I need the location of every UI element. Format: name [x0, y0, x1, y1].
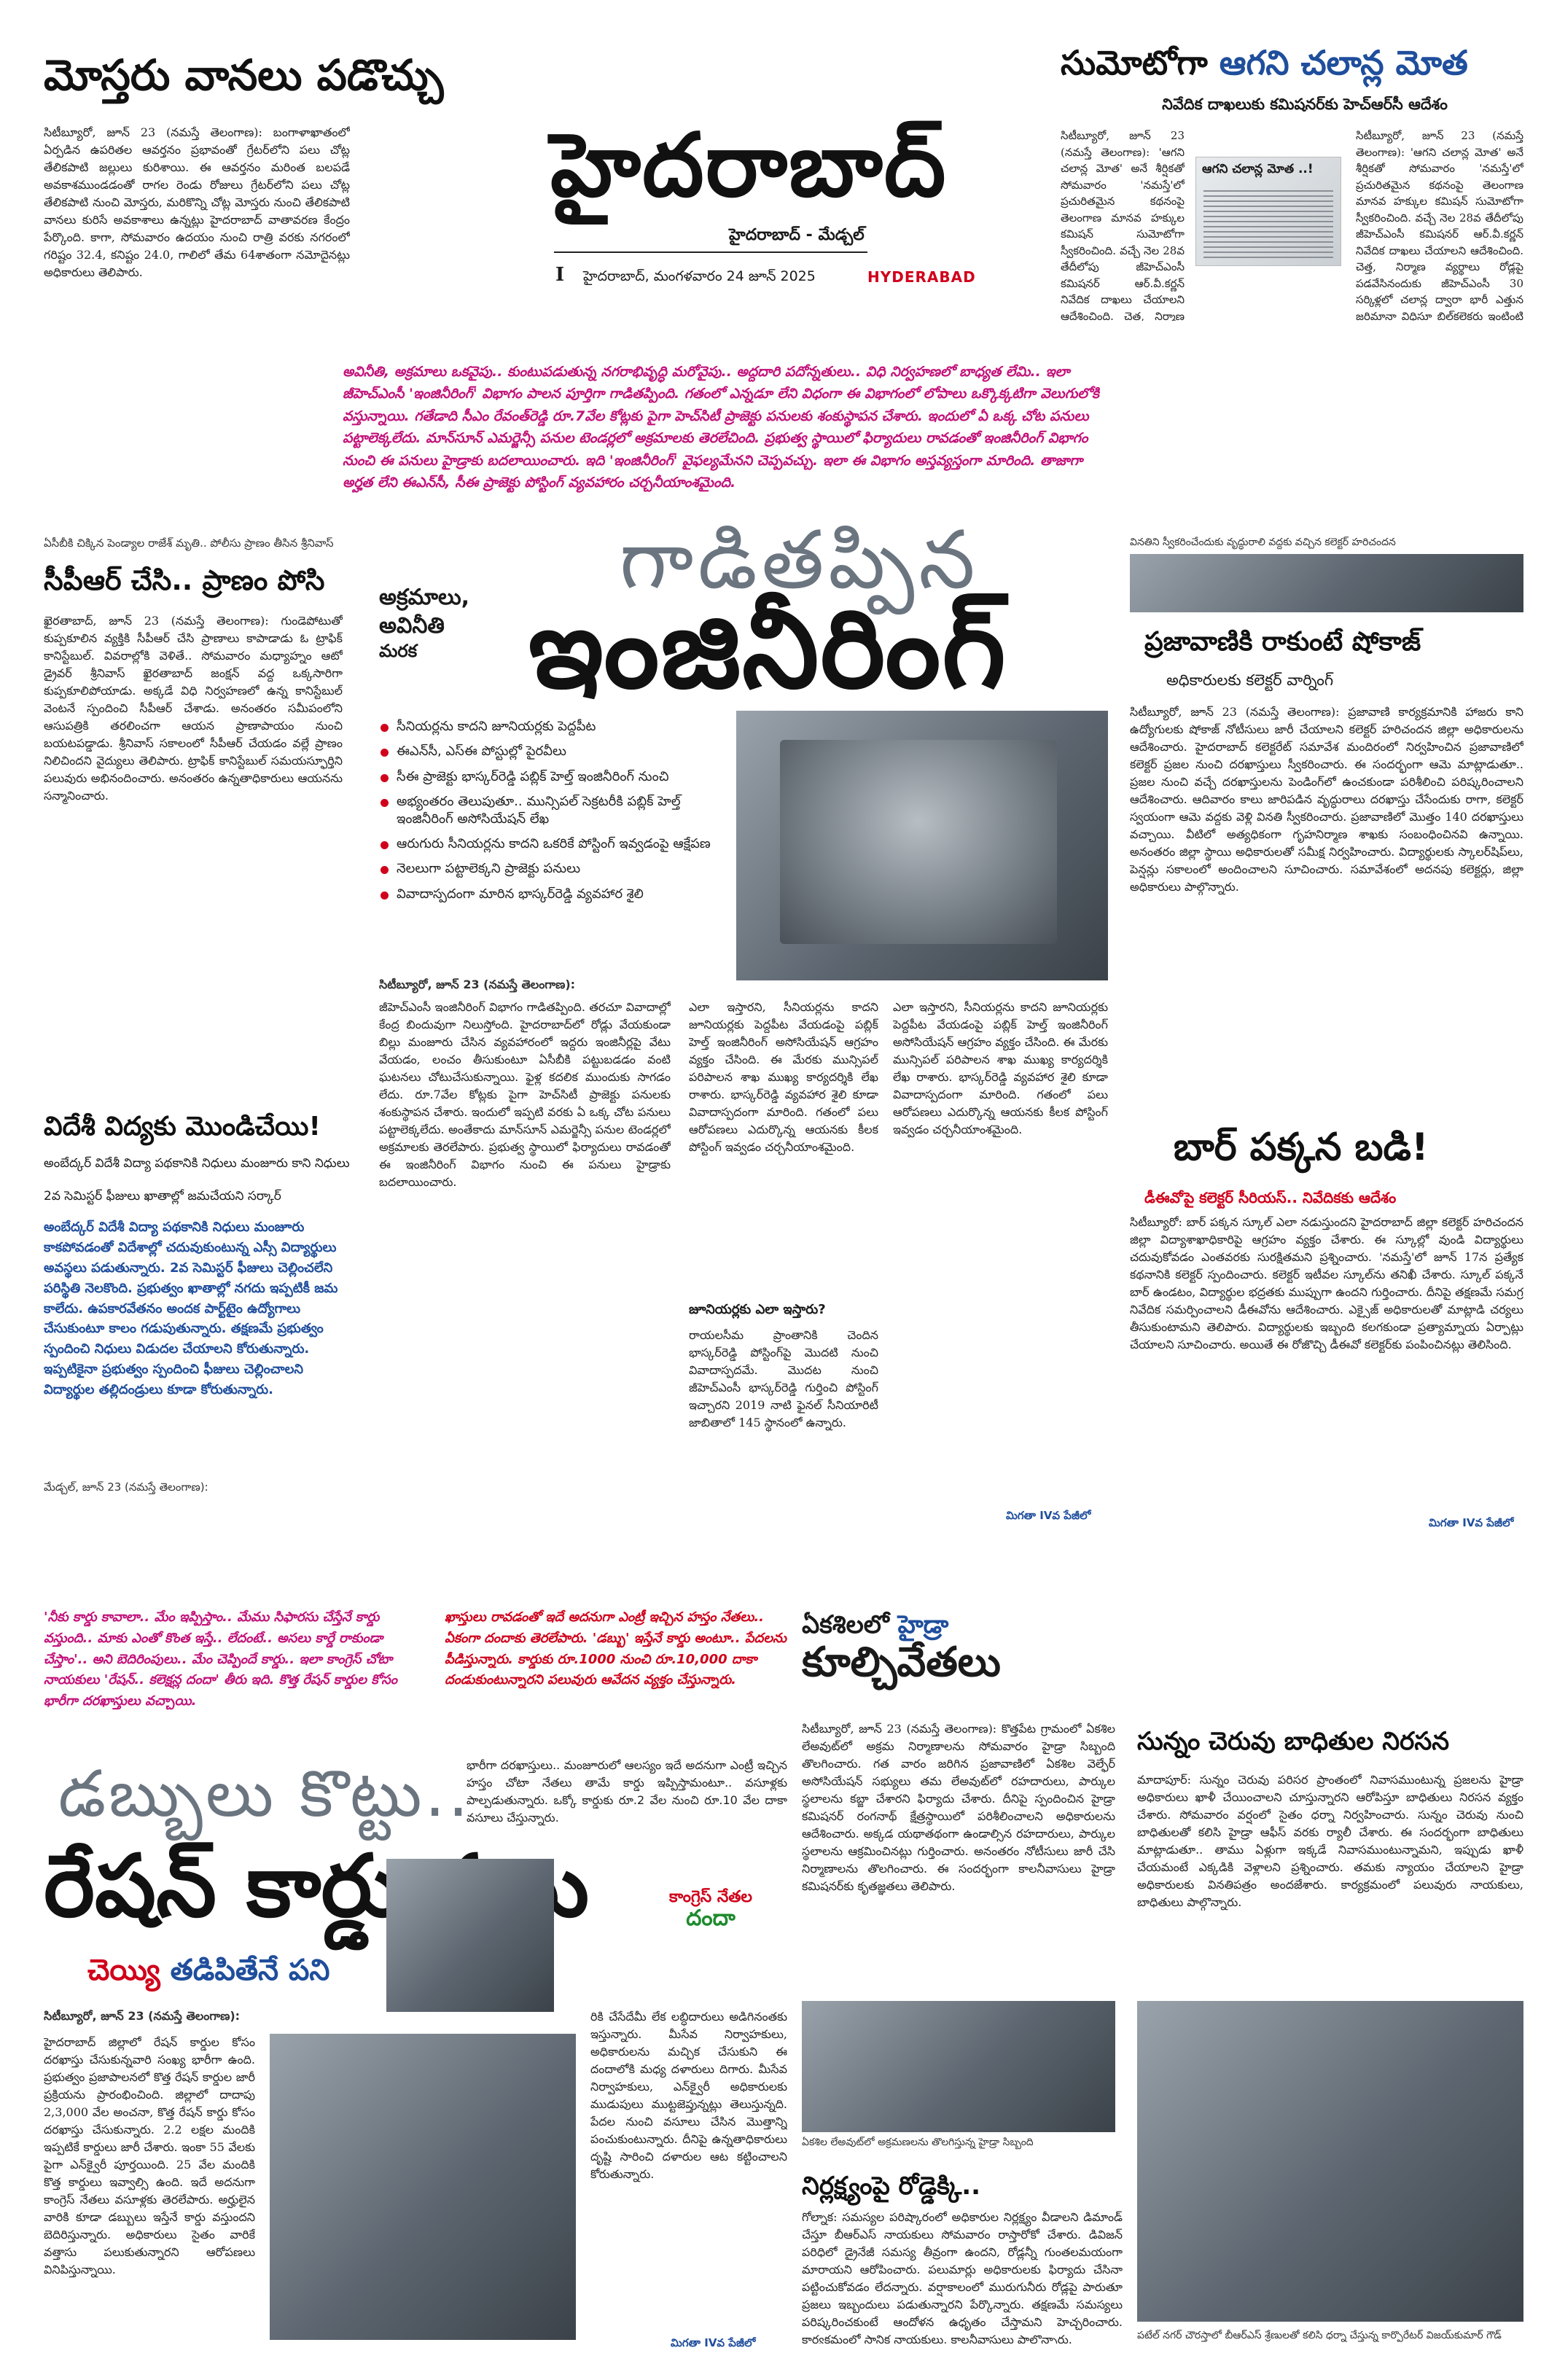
- main-dateline: సిటీబ్యూరో, జూన్ 23 (నమస్తే తెలంగాణ):: [379, 978, 576, 991]
- hydra-headline-c: కూల్చివేతలు: [802, 1639, 1001, 1687]
- main-headline: ఇంజినీరింగ్: [528, 586, 1007, 713]
- ration-card-image: [270, 2034, 576, 2340]
- cpr-body: ఖైరతాబాద్, జూన్ 23 (నమస్తే తెలంగాణ): గుం…: [44, 614, 343, 803]
- sumoto-headline: సుమోటోగా ఆగని చలాన్ల మోత: [1061, 44, 1527, 82]
- side-tag-2: అవినీతి: [379, 613, 445, 639]
- ration-quote-right: ఖాస్తులు రావడంతో ఇదే అదనుగా ఎంట్రీ ఇచ్చి…: [445, 1610, 787, 1688]
- page-mark: I: [555, 264, 565, 286]
- masthead-rule: [554, 251, 867, 253]
- ration-quote-left: 'నీకు కార్డు కావాలా.. మేం ఇప్పిస్తాం.. మ…: [44, 1610, 397, 1709]
- sunnam-body: మాదాపూర్: సున్నం చెరువు పరిసర ప్రాంతంలో …: [1137, 1773, 1523, 1909]
- bar-school-subhead: డీఈవోపై కలెక్టర్ సీరియస్.. నివేదికకు ఆదే…: [1144, 1189, 1397, 1206]
- sunnam-photo: [1137, 2001, 1523, 2322]
- masthead-subtitle: హైదరాబాద్ - మేడ్చల్: [729, 226, 865, 244]
- bullet-item: అభ్యంతరం తెలుపుతూ.. మున్సిపల్ సెక్రటరీకి…: [379, 793, 722, 827]
- ration-body-col1: హైదరాబాద్ జిల్లాలో రేషన్ కార్డుల కోసం దర…: [44, 2035, 255, 2276]
- hydra-photo: [802, 2001, 1115, 2132]
- main-headline-top: గాడితప్పిన: [620, 513, 980, 606]
- collector-photo: [1130, 554, 1523, 612]
- hydra-headline-a: ఏకశిలలో: [802, 1610, 889, 1639]
- foreign-edu-headline: విదేశీ విద్యకు మొండిచేయి!: [44, 1112, 321, 1142]
- masthead-title: హైదరాబాద్: [550, 114, 948, 216]
- nirlakshyam-headline: నిర్లక్ష్యంపై రోడ్డెక్కి..: [802, 2172, 981, 2201]
- main-body-col1: జీహెచ్‌ఎంసీ ఇంజినీరింగ్ విభాగం గాడితప్పి…: [379, 1000, 671, 1189]
- newspaper-clipping: ఆగని చలాన్ల మోత ..!: [1195, 157, 1341, 266]
- ration-subhead-a: చెయ్యి: [87, 1954, 160, 1987]
- main-photo: [736, 711, 1108, 980]
- bar-school-jump: మిగతా IVవ పేజీలో: [1429, 1516, 1514, 1529]
- ration-tag: కాంగ్రెస్ నేతల దందా: [634, 1888, 787, 1932]
- bullet-item: సీఈ ప్రాజెక్టు భాస్కర్‌రెడ్డి పబ్లిక్ హె…: [379, 768, 722, 785]
- side-tag-1: అక్రమాలు,: [379, 585, 470, 610]
- weather-headline: మోస్తరు వానలు పడొచ్చు: [44, 50, 444, 100]
- foreign-edu-dateline: మేడ్చల్, జూన్ 23 (నమస్తే తెలంగాణ):: [44, 1480, 208, 1494]
- ration-subhead: చెయ్యి తడిపితేనే పని: [87, 1954, 329, 1994]
- prajavani-subhead: అధికారులకు కలెక్టర్ వార్నింగ్: [1166, 671, 1334, 689]
- foreign-edu-subhead-2: 2వ సెమిస్టర్ ఫీజులు ఖాతాల్లో జమచేయని సర్…: [44, 1189, 281, 1203]
- sumoto-headline-a: సుమోటోగా: [1061, 43, 1208, 82]
- ration-tag-b: దందా: [686, 1905, 735, 1932]
- prajavani-kicker: వినతిని స్వీకరించేందుకు వృద్ధురాలి వద్దక…: [1130, 537, 1396, 548]
- ration-tag-a: కాంగ్రెస్ నేతల: [668, 1888, 753, 1906]
- bullet-item: నెలలుగా పట్టాలెక్కని ప్రాజెక్టు పనులు: [379, 860, 722, 877]
- hydra-body: సిటీబ్యూరో, జూన్ 23 (నమస్తే తెలంగాణ): కొ…: [802, 1722, 1115, 1893]
- prajavani-body: సిటీబ్యూరో, జూన్ 23 (నమస్తే తెలంగాణ): ప్…: [1130, 705, 1523, 894]
- main-body-col2: ఎలా ఇస్తారని, సీనియర్లను కాదని జూనియర్లక…: [689, 1000, 878, 1154]
- ration-subhead-b: తడిపితేనే పని: [170, 1954, 330, 1987]
- clipping-title: ఆగని చలాన్ల మోత ..!: [1202, 162, 1314, 176]
- main-bullets: సీనియర్లను కాదని జూనియర్లకు పెద్దపీట ఈఎన…: [379, 718, 722, 910]
- bar-school-headline: బార్ పక్కన బడి!: [1174, 1125, 1429, 1169]
- sunnam-headline: సున్నం చెరువు బాధితుల నిరసన: [1137, 1727, 1450, 1756]
- bullet-item: ఆరుగురు సీనియర్లను కాదని ఒకరికే పోస్టింగ…: [379, 835, 722, 852]
- main-body-col3: రాయలసీమ ప్రాంతానికి చెందిన భాస్కర్‌రెడ్డ…: [689, 1328, 878, 1429]
- edition-label: HYDERABAD: [867, 268, 976, 286]
- sumoto-subhead: నివేదిక దాఖలుకు కమిషనర్‌కు హెచ్‌ఆర్‌సీ ఆ…: [1162, 95, 1448, 113]
- main-jump: మిగతా IVవ పేజీలో: [1006, 1509, 1091, 1522]
- foreign-edu-subhead: అంబేద్కర్ విదేశీ విద్యా పథకానికి నిధులు …: [44, 1156, 350, 1171]
- main-body-col4: ఎలా ఇస్తారని, సీనియర్లను కాదని జూనియర్లక…: [893, 1000, 1108, 1136]
- foreign-edu-body: అంబేద్కర్ విదేశీ విద్యా పథకానికి నిధులు …: [44, 1220, 338, 1398]
- ration-body-col2: రికి చేసేదేమీ లేక లబ్ధిదారులు అడిగినంతకు…: [590, 2010, 787, 2181]
- bullet-item: వివాదాస్పదంగా మారిన భాస్కర్‌రెడ్డి వ్యవహ…: [379, 886, 722, 902]
- sumoto-headline-b: ఆగని చలాన్ల మోత: [1219, 43, 1468, 82]
- nirlakshyam-caption: పటేల్ నగర్ చౌరస్తాలో బీఆర్‌ఎస్ శ్రేణులతో…: [1137, 2330, 1502, 2341]
- hydra-headline-b: హైడ్రా: [897, 1610, 949, 1639]
- cpr-headline: సీపీఆర్ చేసి.. ప్రాణం పోసి: [44, 564, 325, 596]
- ration-headline-top: డబ్బులు కొట్టు..: [58, 1756, 472, 1831]
- ration-right-para: భారీగా దరఖాస్తులు.. మంజూరులో ఆలస్యం ఇదే …: [467, 1758, 787, 1825]
- ration-dateline: సిటీబ్యూరో, జూన్ 23 (నమస్తే తెలంగాణ):: [44, 2009, 241, 2023]
- sumoto-body-right: సిటీబ్యూరో, జూన్ 23 (నమస్తే తెలంగాణ): 'ఆ…: [1356, 129, 1523, 321]
- hydra-caption: ఏకశిల లేఅవుట్‌లో అక్రమణలను తొలగిస్తున్న …: [802, 2137, 1034, 2148]
- side-tag-3: మరక: [379, 641, 418, 661]
- dateline: హైదరాబాద్, మంగళవారం 24 జూన్ 2025: [583, 268, 816, 284]
- weather-body: సిటీబ్యూరో, జూన్ 23 (నమస్తే తెలంగాణ): బం…: [44, 125, 350, 279]
- bar-school-body: సిటీబ్యూరో: బార్ పక్కన స్కూల్ ఎలా నడుస్త…: [1130, 1215, 1523, 1351]
- main-subhead-q: జూనియర్లకు ఎలా ఇస్తారు?: [689, 1302, 826, 1317]
- prajavani-headline: ప్రజావాణికి రాకుంటే షోకాజ్: [1144, 627, 1421, 657]
- clipping-text-lines: [1203, 187, 1333, 258]
- ration-jump: మిగతా IVవ పేజీలో: [671, 2336, 756, 2349]
- ration-photo: [386, 1859, 554, 2012]
- main-side-tag: అక్రమాలు, అవినీతి మరక: [379, 583, 525, 663]
- hydra-headline: ఏకశిలలో హైడ్రా కూల్చివేతలు: [802, 1610, 1115, 1687]
- masthead: హైదరాబాద్ హైదరాబాద్ - మేడ్చల్ I హైదరాబాద…: [364, 109, 1050, 299]
- nirlakshyam-body: గోల్నాక: సమస్యల పరిష్కారంలో అధికారుల నిర…: [802, 2210, 1123, 2344]
- bullet-item: సీనియర్లను కాదని జూనియర్లకు పెద్దపీట: [379, 718, 722, 735]
- sumoto-body-left: సిటీబ్యూరో, జూన్ 23 (నమస్తే తెలంగాణ): 'ఆ…: [1061, 129, 1185, 321]
- building-image: [780, 740, 1057, 944]
- cpr-kicker: ఏసీబీకి చిక్కిన పెండ్యాల రాజేశ్ మృతి.. ప…: [44, 537, 334, 550]
- lead-intro: అవినీతి, అక్రమాలు ఒకవైపు.. కుంటుపడుతున్న…: [343, 364, 1099, 491]
- bullet-item: ఈఎన్‌సీ, ఎస్‌ఈ పోస్టుల్లో పైరవీలు: [379, 743, 722, 760]
